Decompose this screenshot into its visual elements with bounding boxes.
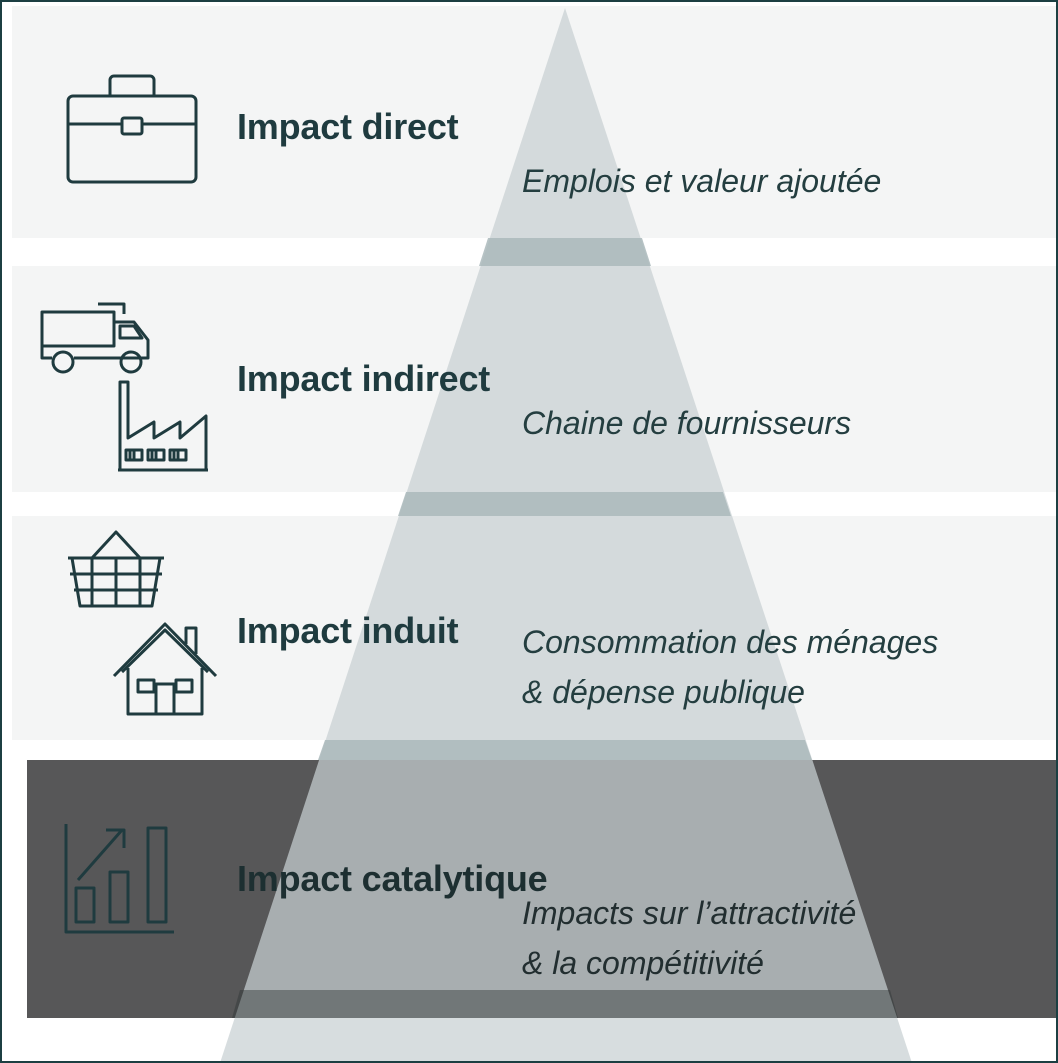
level-description-catalytique-line-1: Impacts sur l’attractivité [522, 895, 857, 931]
level-description-catalytique: Impacts sur l’attractivité & la compétit… [522, 888, 856, 988]
pyramid-stripe-2 [398, 492, 731, 516]
level-description-direct: Emplois et valeur ajoutée [522, 156, 881, 206]
level-description-indirect-line-1: Chaine de fournisseurs [522, 405, 852, 441]
level-description-induit: Consommation des ménages & dépense publi… [522, 617, 938, 717]
pyramid-stripe-4 [232, 990, 898, 1018]
level-description-induit-line-2: & dépense publique [522, 674, 805, 710]
level-description-induit-line-1: Consommation des ménages [522, 624, 939, 660]
growth-bar-chart-icon [62, 822, 176, 936]
level-description-indirect: Chaine de fournisseurs [522, 398, 851, 448]
factory-icon [114, 378, 210, 474]
dump-truck-icon [38, 300, 156, 376]
house-icon [110, 614, 220, 718]
pyramid-stripe-1 [479, 238, 651, 266]
briefcase-icon [66, 74, 198, 186]
level-title-indirect: Impact indirect [237, 358, 491, 399]
level-title-induit: Impact induit [237, 610, 459, 651]
pyramid-stripe-3 [318, 740, 812, 760]
level-description-direct-line-1: Emplois et valeur ajoutée [522, 163, 882, 199]
level-title-direct: Impact direct [237, 106, 459, 147]
level-description-catalytique-line-2: & la compétitivité [522, 945, 764, 981]
shopping-basket-icon [64, 528, 168, 610]
pyramid-body [220, 8, 912, 1063]
level-title-catalytique: Impact catalytique [237, 858, 548, 899]
